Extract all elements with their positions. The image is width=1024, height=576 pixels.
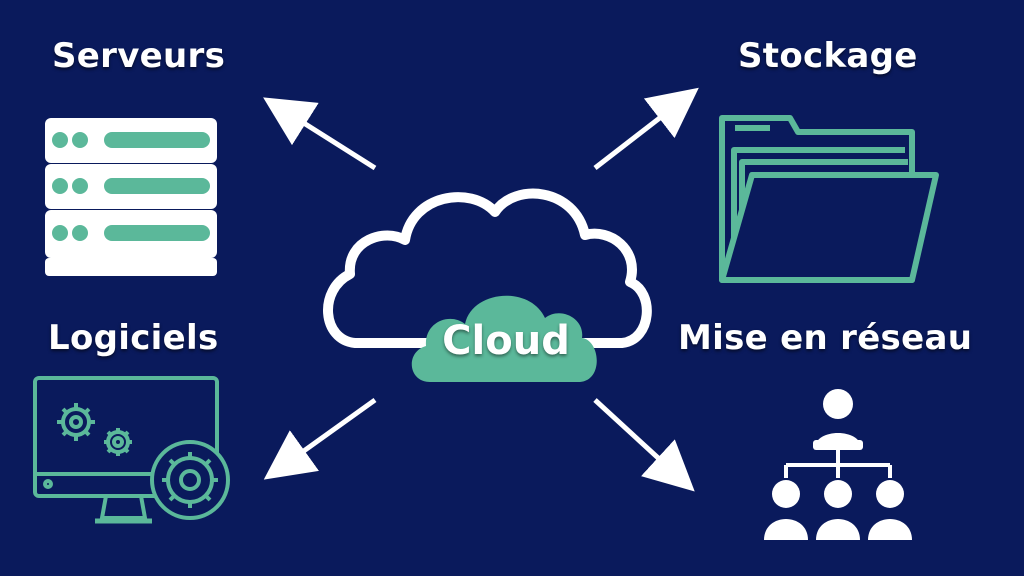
arrow-to-storage bbox=[593, 87, 699, 170]
org-chart-people-icon bbox=[764, 389, 912, 540]
folder-icon bbox=[719, 115, 939, 283]
node-label-storage: Stockage bbox=[738, 36, 918, 76]
arrow-to-networking bbox=[593, 398, 695, 492]
server-rack-icon bbox=[45, 118, 217, 276]
node-label-software: Logiciels bbox=[48, 318, 219, 358]
gear-icon bbox=[104, 428, 132, 456]
gear-icon bbox=[150, 440, 230, 520]
monitor-gears-icon bbox=[33, 376, 230, 524]
node-label-networking: Mise en réseau bbox=[678, 318, 973, 358]
arrow-to-servers bbox=[263, 97, 377, 171]
cloud-icon bbox=[323, 188, 652, 382]
node-label-servers: Serveurs bbox=[52, 36, 226, 76]
center-label-cloud: Cloud bbox=[442, 318, 570, 364]
gear-icon bbox=[57, 403, 95, 441]
arrow-to-software bbox=[263, 397, 377, 480]
